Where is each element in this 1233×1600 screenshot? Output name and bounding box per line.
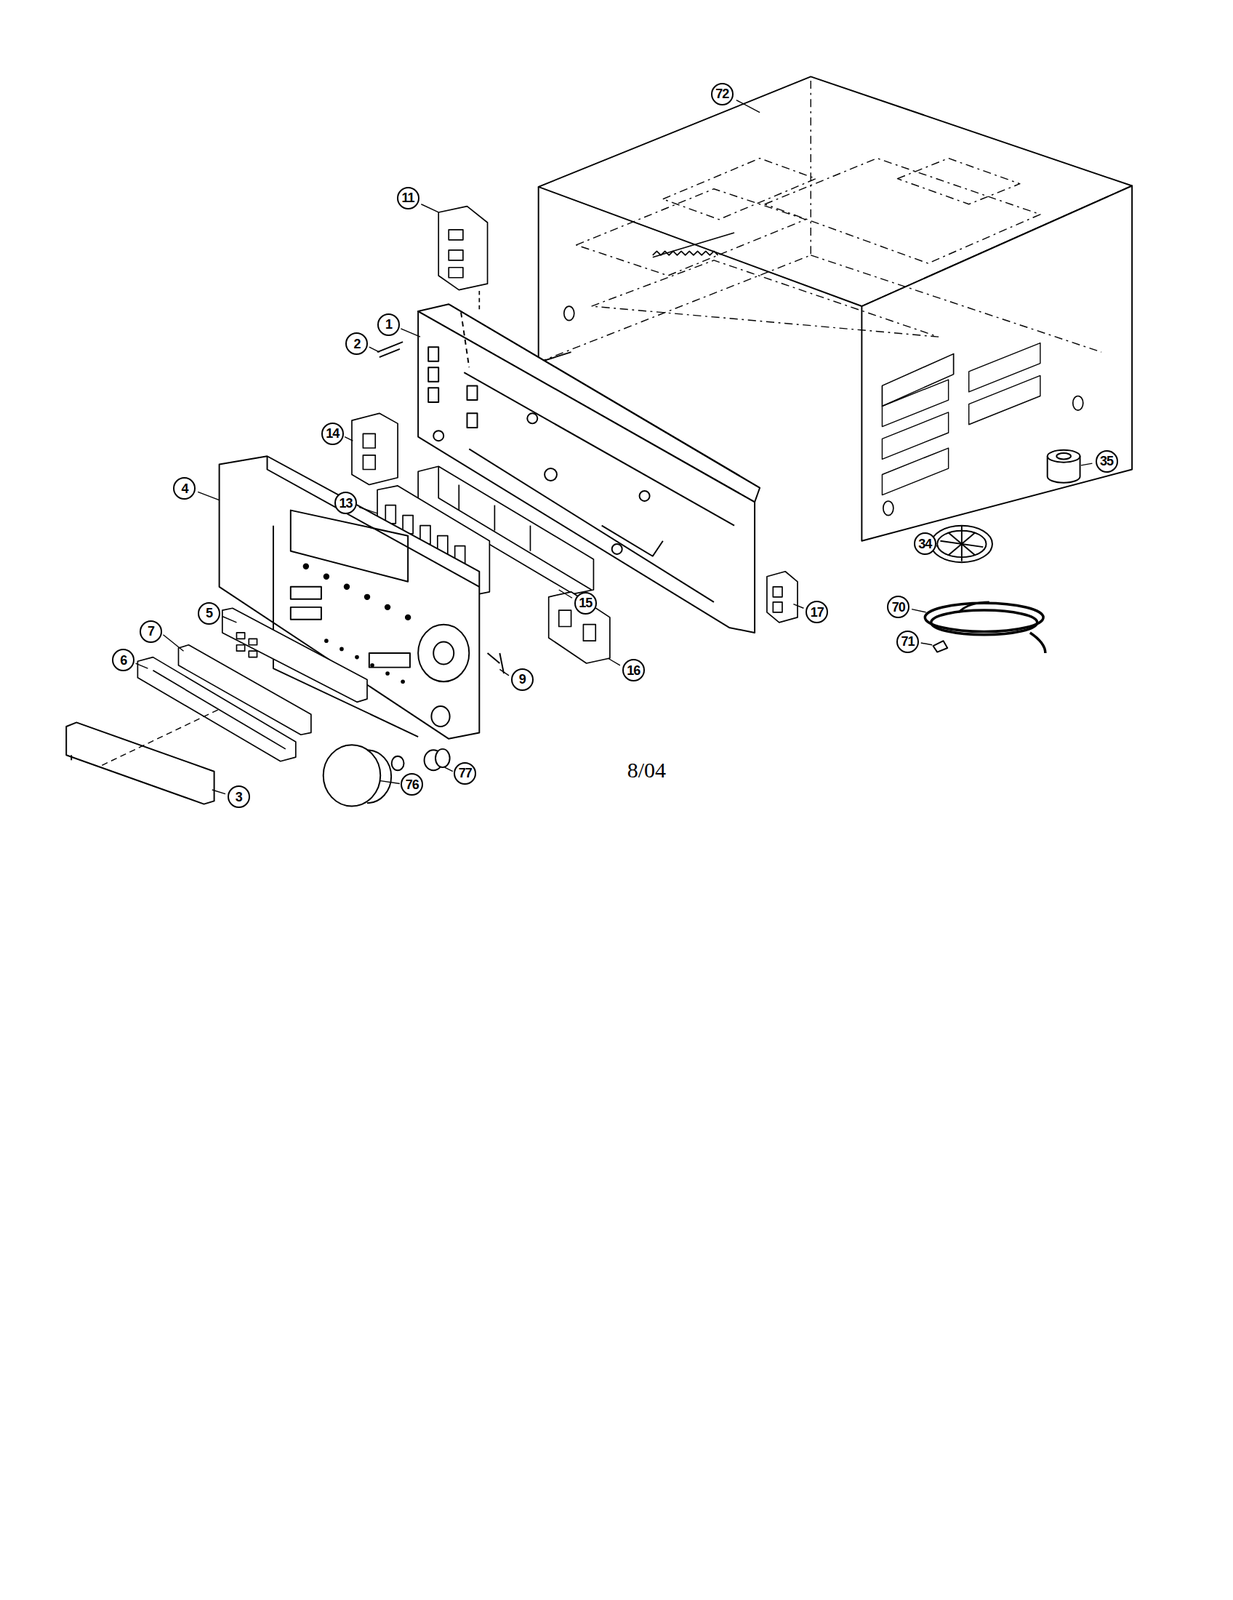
callout-number: 16 bbox=[622, 658, 645, 682]
callout-number: 76 bbox=[400, 772, 424, 796]
callout-number: 14 bbox=[321, 422, 344, 445]
callout-number: 77 bbox=[453, 761, 477, 785]
callout-number: 13 bbox=[334, 491, 357, 514]
callout-number: 2 bbox=[345, 332, 368, 355]
callout-number: 72 bbox=[711, 82, 734, 106]
callout-number: 9 bbox=[511, 668, 534, 691]
foot-cap bbox=[931, 525, 993, 563]
screw bbox=[377, 341, 403, 357]
callout-number: 6 bbox=[111, 648, 135, 672]
callout-number: 7 bbox=[139, 620, 163, 643]
bracket-part bbox=[438, 206, 488, 312]
callout-number: 5 bbox=[197, 601, 221, 625]
callout-number: 35 bbox=[1095, 450, 1119, 473]
foot bbox=[1047, 450, 1081, 483]
callout-number: 4 bbox=[173, 476, 196, 500]
knob bbox=[323, 744, 451, 806]
button-part bbox=[351, 412, 398, 485]
power-cord bbox=[924, 601, 1046, 653]
callout-number: 15 bbox=[574, 591, 597, 615]
callout-number: 1 bbox=[377, 313, 400, 336]
door-panel bbox=[66, 708, 219, 804]
callout-number: 34 bbox=[913, 532, 937, 555]
callout-number: 3 bbox=[227, 785, 251, 808]
switch-part bbox=[766, 571, 798, 623]
leader-lines bbox=[135, 100, 1093, 794]
window-bar bbox=[137, 657, 296, 762]
callout-number: 71 bbox=[896, 630, 919, 653]
callout-number: 17 bbox=[805, 600, 829, 624]
callout-number: 11 bbox=[396, 186, 420, 210]
button-block bbox=[548, 591, 610, 664]
date-note: 8/04 bbox=[627, 757, 666, 783]
callout-number: 70 bbox=[886, 595, 910, 618]
